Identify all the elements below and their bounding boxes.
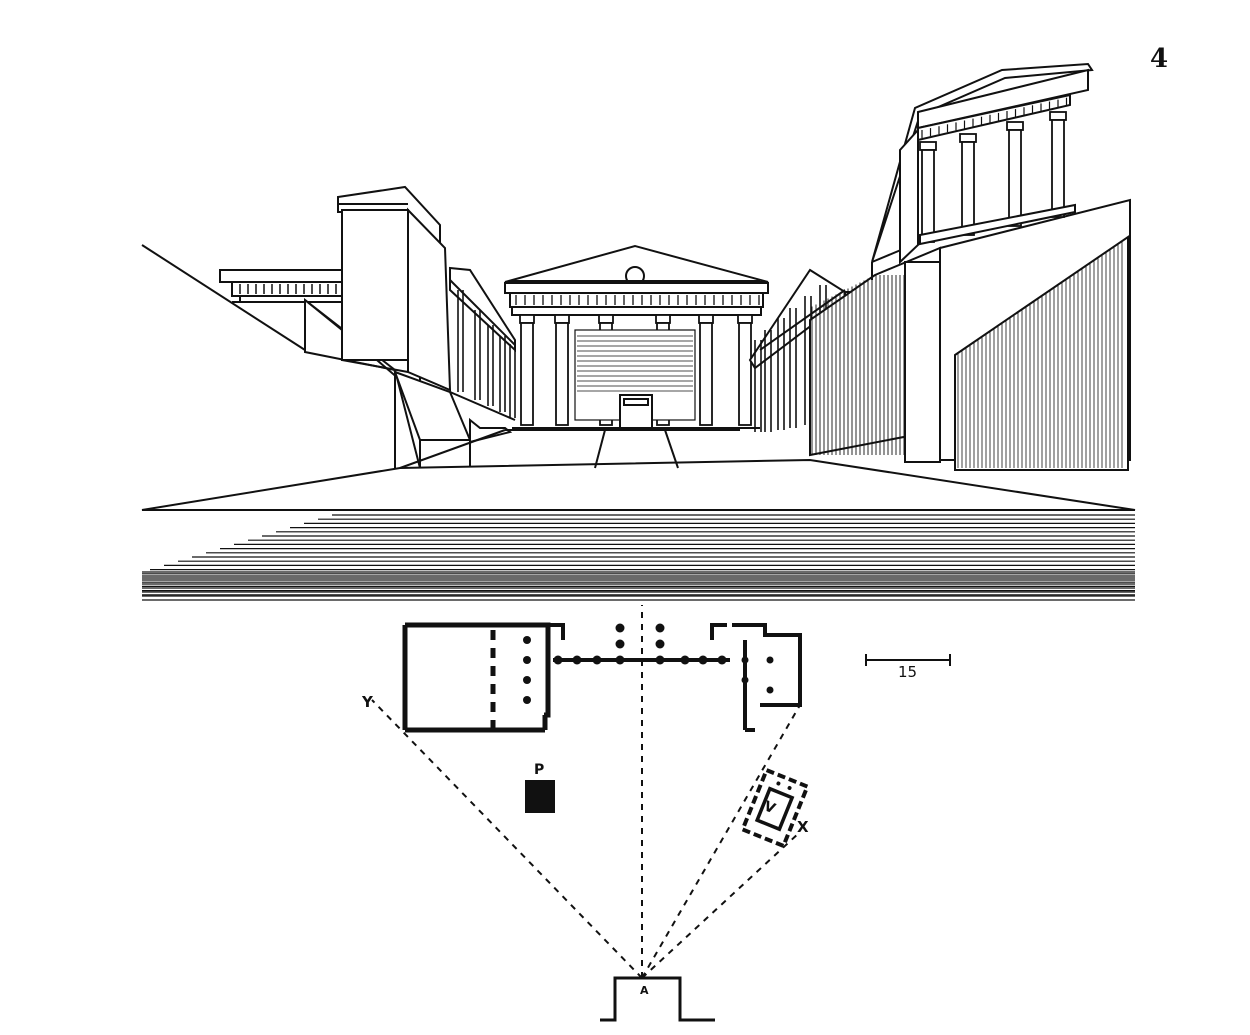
plan-column-dot [655, 655, 665, 665]
scale-label: 15 [898, 663, 917, 681]
plan-column-dot [523, 656, 531, 664]
column-capital [519, 314, 535, 324]
label-x: X [797, 818, 809, 836]
plan-column-dot [523, 636, 531, 644]
column-shaft [1008, 129, 1022, 227]
plan-column-dot [680, 655, 690, 665]
column-capital [959, 133, 977, 143]
left-colonnade [449, 266, 516, 444]
plan-column-dot [615, 623, 625, 633]
label-p: P [534, 762, 544, 778]
column-shaft [555, 322, 569, 426]
column-capital [655, 314, 671, 324]
plan-left-wing [402, 622, 551, 733]
plan-entrance-a [600, 976, 715, 1022]
plan-column-dot [741, 676, 749, 684]
plan-column-dot [572, 655, 582, 665]
plan-right-wing [732, 623, 802, 732]
right-colonnade [748, 268, 878, 432]
plan-column-dot [655, 639, 665, 649]
column-capital [1006, 121, 1024, 131]
perspective-view [141, 62, 1136, 601]
column-capital [919, 141, 937, 151]
column-capital [598, 314, 614, 324]
plan-temple-v [740, 767, 810, 849]
plan-pedestal-p [525, 780, 555, 813]
scale-bar [865, 654, 951, 666]
central-temple [504, 244, 769, 429]
plan-central-porch [548, 623, 730, 662]
right-masonry-wall [809, 198, 1131, 471]
label-a: A [640, 984, 649, 997]
page-number: 4 [1150, 44, 1169, 74]
column-shaft [699, 322, 713, 426]
column-shaft [1051, 119, 1065, 218]
plan-column-dot [553, 655, 563, 665]
plan-column-dot [592, 655, 602, 665]
foreground-steps [141, 429, 1136, 601]
plan-column-dot [741, 656, 749, 664]
left-far-building [219, 269, 343, 303]
plan-column-dot [523, 696, 531, 704]
plan-column-dot [615, 655, 625, 665]
column-capital [554, 314, 570, 324]
label-y: Y [361, 693, 374, 711]
plan-sight-lines [371, 605, 801, 979]
column-shaft [520, 322, 534, 426]
right-tall-stoa [871, 62, 1094, 463]
plan-column-dot [698, 655, 708, 665]
plan-column-dot [615, 639, 625, 649]
plan-column-dot [766, 686, 774, 694]
column-capital [698, 314, 714, 324]
left-tall-pylon [337, 185, 472, 441]
column-shaft [961, 141, 975, 236]
left-slope-line [141, 244, 306, 351]
column-shaft [738, 322, 752, 426]
plan-column-dot [766, 656, 774, 664]
column-capital [1049, 111, 1067, 121]
column-shaft [921, 149, 935, 243]
plan-column-dot [523, 676, 531, 684]
plan-view [371, 605, 951, 1022]
plan-column-dot [655, 623, 665, 633]
plan-column-dot [717, 655, 727, 665]
column-capital [737, 314, 753, 324]
